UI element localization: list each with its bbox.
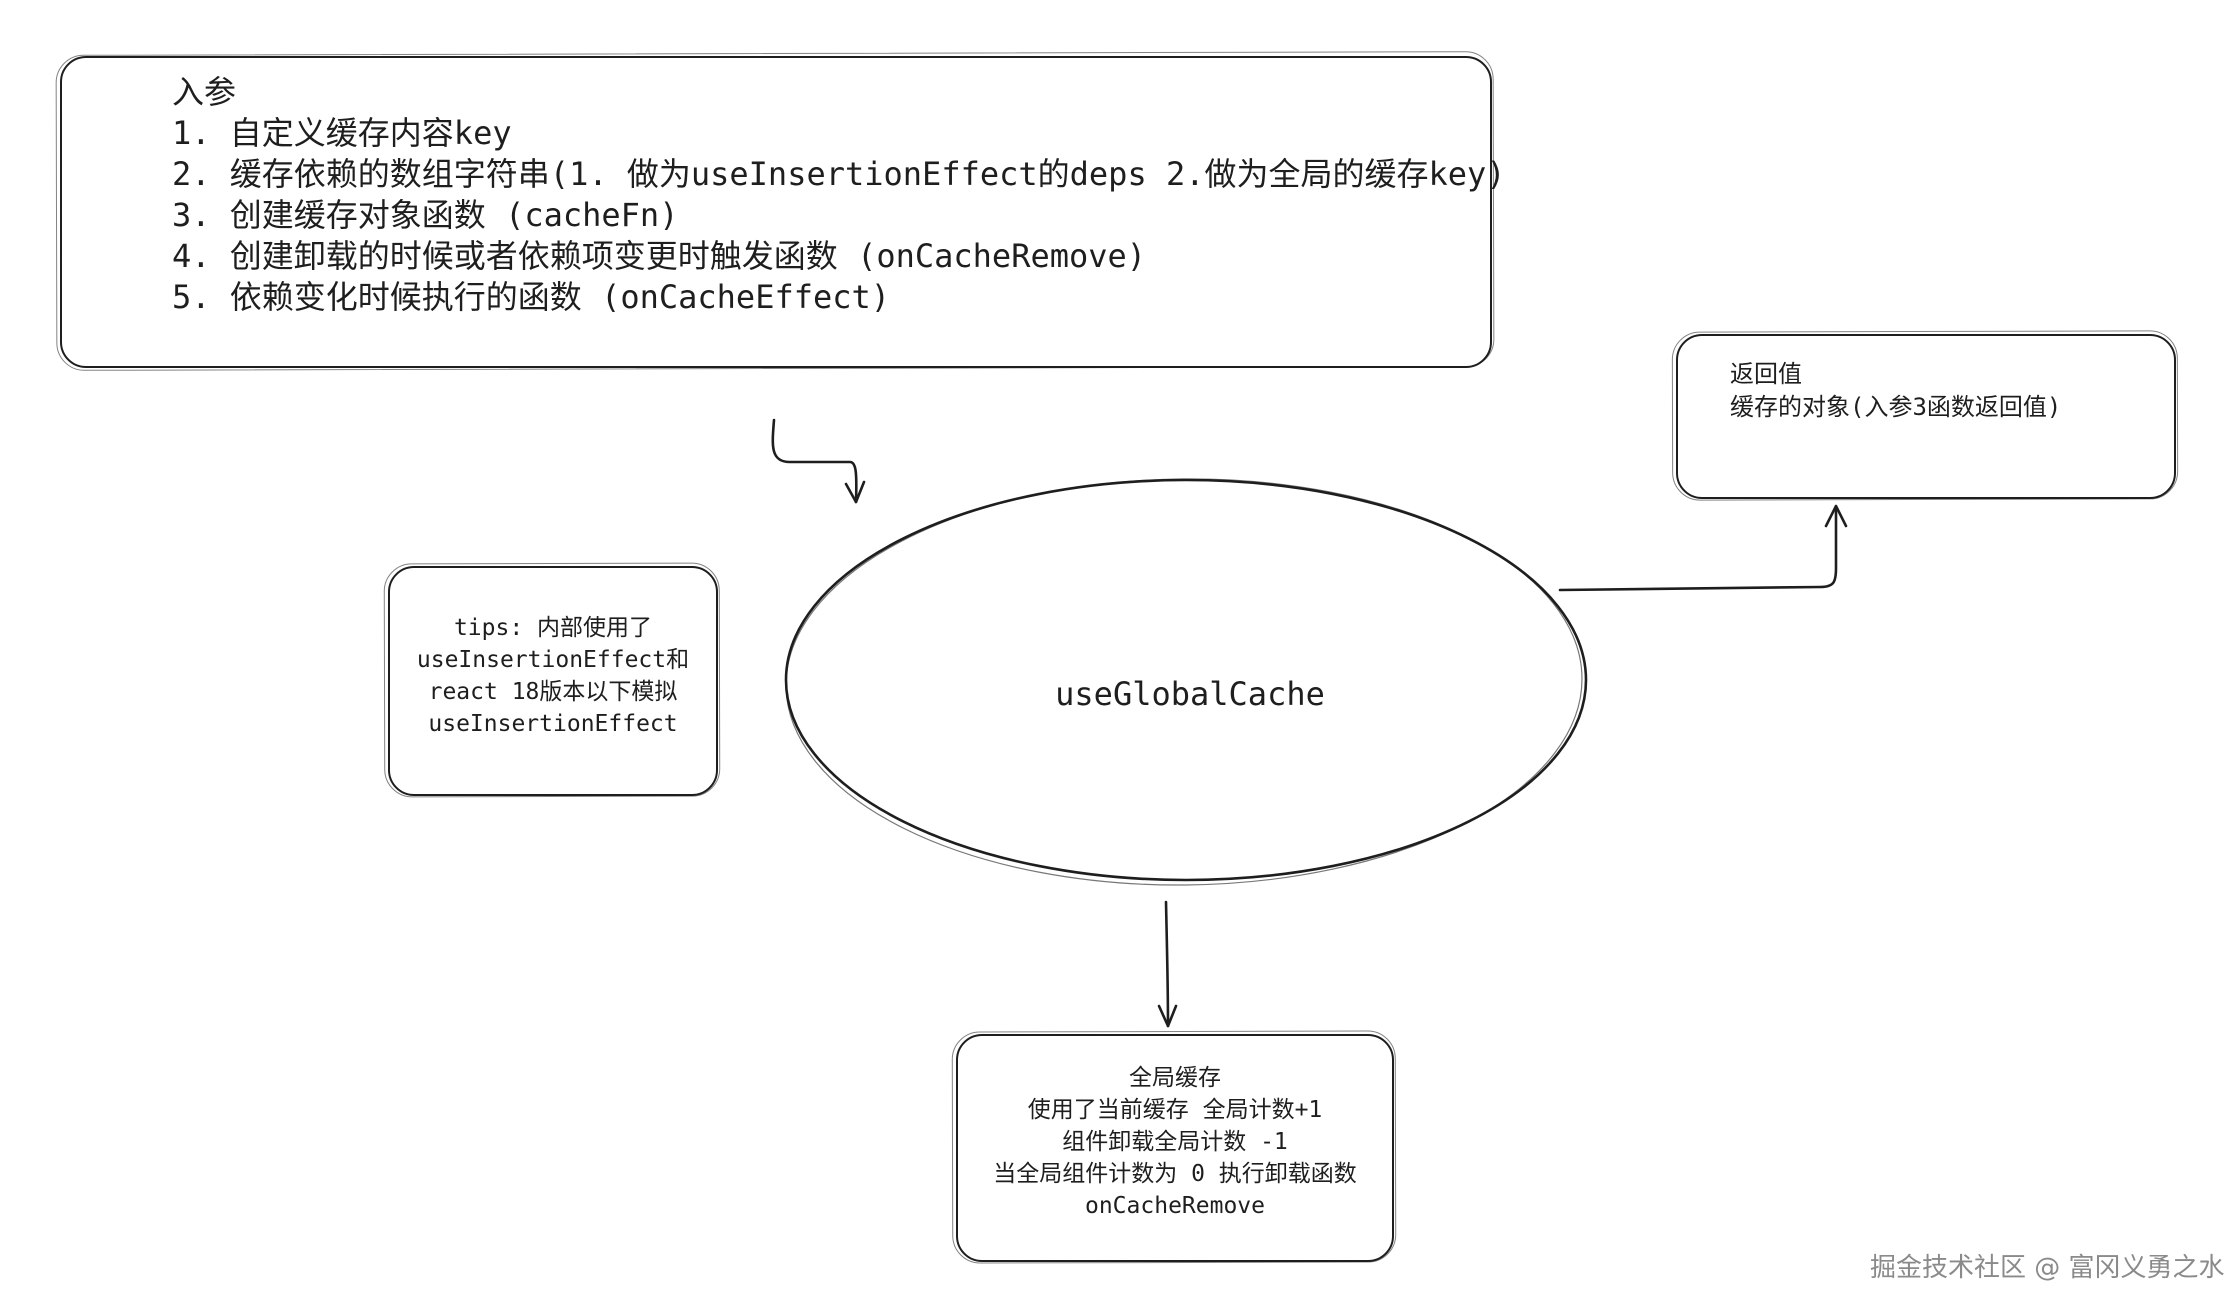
params-item-2: 2. 缓存依赖的数组字符串(1. 做为useInsertionEffect的de… — [172, 155, 1506, 193]
return-value-title: 返回值 — [1730, 360, 1802, 388]
return-value-box — [1676, 334, 2176, 499]
tips-line-2: useInsertionEffect和 — [416, 647, 690, 673]
return-value-desc: 缓存的对象(入参3函数返回值) — [1730, 393, 2062, 421]
tips-text: tips: 内部使用了 useInsertionEffect和 react 18版本… — [388, 612, 718, 740]
arrow-center-to-return — [1558, 504, 1848, 592]
global-cache-line-1: 全局缓存 — [1129, 1065, 1221, 1091]
global-cache-line-5: onCacheRemove — [1084, 1193, 1265, 1219]
tips-box — [388, 566, 718, 796]
tips-line-4: useInsertionEffect — [428, 711, 678, 737]
params-item-4: 4. 创建卸载的时候或者依赖项变更时触发函数 (onCacheRemove) — [172, 237, 1147, 275]
global-cache-box — [956, 1034, 1394, 1262]
arrow-params-to-center — [771, 418, 866, 504]
center-label: useGlobalCache — [1055, 675, 1325, 713]
watermark: 掘金技术社区 @ 富冈义勇之水 — [1870, 1253, 2225, 1283]
tips-line-1: tips: 内部使用了 — [453, 615, 653, 641]
params-item-3: 3. 创建缓存对象函数 (cacheFn) — [172, 196, 679, 234]
params-item-1: 1. 自定义缓存内容key — [172, 114, 512, 152]
return-value-text: 返回值缓存的对象(入参3函数返回值) — [1730, 358, 2061, 424]
global-cache-line-4: 当全局组件计数为 0 执行卸载函数 — [993, 1161, 1357, 1187]
center-ellipse — [784, 478, 1588, 886]
arrow-center-to-cache — [1157, 900, 1178, 1028]
tips-line-3: react 18版本以下模拟 — [428, 679, 678, 705]
global-cache-line-2: 使用了当前缓存 全局计数+1 — [1027, 1097, 1323, 1123]
params-box — [60, 56, 1492, 368]
params-title: 入参 — [172, 73, 237, 111]
global-cache-line-3: 组件卸载全局计数 -1 — [1062, 1129, 1288, 1155]
global-cache-text: 全局缓存使用了当前缓存 全局计数+1 组件卸载全局计数 -1 当全局组件计数为 0 … — [956, 1062, 1394, 1222]
params-item-5: 5. 依赖变化时候执行的函数 (onCacheEffect) — [172, 278, 891, 316]
